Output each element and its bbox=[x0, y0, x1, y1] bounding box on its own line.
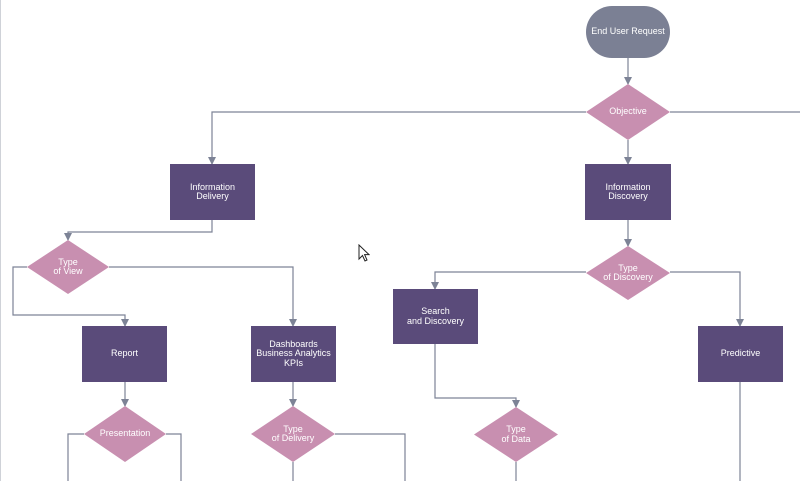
node-search-and-discovery-label: Search and Discovery bbox=[406, 306, 465, 326]
node-end-user-request-label: End User Request bbox=[591, 26, 665, 37]
node-type-of-data-label: Type of Data bbox=[501, 424, 531, 444]
edge-delivery-view bbox=[64, 220, 213, 241]
node-information-delivery[interactable]: Information Delivery bbox=[170, 164, 255, 220]
edge-typediscovery-predictive bbox=[670, 271, 744, 327]
edge-view-dashboards bbox=[109, 266, 297, 327]
edge-typediscovery-search bbox=[431, 271, 586, 290]
node-report[interactable]: Report bbox=[82, 326, 167, 382]
node-dashboards[interactable]: Dashboards Business Analytics KPIs bbox=[251, 326, 336, 382]
node-search-and-discovery[interactable]: Search and Discovery bbox=[393, 289, 478, 344]
node-end-user-request[interactable]: End User Request bbox=[586, 6, 670, 58]
edge-view-report bbox=[12, 266, 129, 327]
node-predictive-label: Predictive bbox=[720, 348, 761, 359]
node-report-label: Report bbox=[110, 348, 138, 359]
canvas-edge bbox=[0, 0, 1, 481]
mouse-pointer-icon bbox=[358, 244, 370, 262]
node-type-of-discovery-label: Type of Discovery bbox=[603, 262, 653, 282]
node-information-discovery-label: Information Discovery bbox=[605, 181, 651, 201]
node-information-delivery-label: Information Delivery bbox=[189, 181, 236, 201]
edge-objective-delivery bbox=[208, 111, 586, 165]
node-type-of-view-label: Type of View bbox=[53, 256, 83, 276]
node-dashboards-label: Dashboards Business Analytics KPIs bbox=[256, 338, 331, 368]
node-information-discovery[interactable]: Information Discovery bbox=[585, 164, 671, 220]
edge-presentation-right bbox=[166, 433, 182, 481]
edge-search-data bbox=[434, 344, 520, 408]
node-type-of-delivery-label: Type of Delivery bbox=[271, 423, 315, 443]
edge-presentation-left bbox=[67, 433, 84, 481]
edge-typedelivery-right bbox=[335, 433, 406, 481]
node-presentation-label: Presentation bbox=[99, 428, 151, 439]
node-objective-label: Objective bbox=[609, 106, 647, 117]
node-predictive[interactable]: Predictive bbox=[698, 326, 783, 382]
